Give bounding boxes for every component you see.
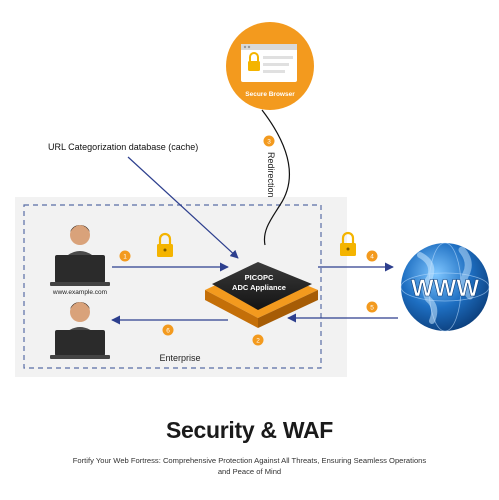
lock-icon (157, 232, 173, 257)
step-6-badge (162, 324, 174, 336)
site-label: www.example.com (52, 289, 107, 296)
step-4-number: 4 (370, 254, 374, 261)
step-2-badge (252, 334, 264, 346)
laptop-icon (50, 255, 110, 286)
step-3-number: 3 (267, 139, 271, 146)
lock-icon (248, 52, 260, 71)
redirection-label: Redirection (266, 152, 276, 198)
step-1-number: 1 (123, 254, 127, 261)
step-2-number: 2 (256, 338, 260, 345)
laptop-icon (50, 330, 110, 359)
user-bottom (50, 302, 110, 359)
redirection-connector (261, 109, 290, 246)
step-5-badge (366, 301, 378, 313)
globe-icon (400, 242, 490, 332)
step-1-badge (119, 250, 131, 262)
enterprise-label: Enterprise (159, 353, 200, 363)
url-db-label: URL Categorization database (cache) (48, 142, 198, 152)
lock-icon (340, 231, 356, 256)
step-5-number: 5 (370, 305, 374, 312)
user-top (50, 225, 110, 286)
secure-browser-label: Secure Browser (245, 91, 295, 98)
appliance-type: ADC Appliance (232, 283, 286, 292)
globe-text: WWW (411, 275, 479, 302)
appliance-icon (205, 262, 318, 328)
step-3-badge (263, 135, 275, 147)
step-4-badge (366, 250, 378, 262)
url-db-arrow (127, 156, 239, 259)
appliance-name: PICOPC (245, 273, 274, 282)
secure-browser-node (226, 22, 314, 110)
page-subtitle: Fortify Your Web Fortress: Comprehensive… (72, 456, 427, 476)
step-6-number: 6 (166, 328, 170, 335)
page-title: Security & WAF (165, 417, 334, 443)
